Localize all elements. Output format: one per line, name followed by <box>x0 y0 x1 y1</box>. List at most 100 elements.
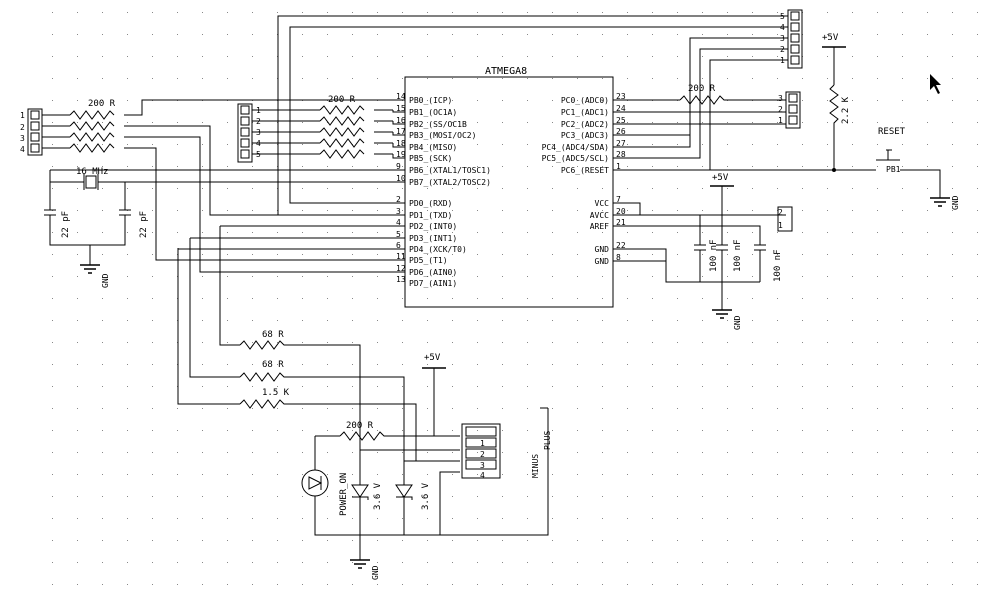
junction-dot <box>832 168 836 172</box>
pin-num: 4 <box>480 471 485 480</box>
chip-pin-number: 21 <box>616 218 626 227</box>
chip-pin-name: GND <box>595 245 610 254</box>
chip-pin-number: 24 <box>616 104 626 113</box>
pin-num: 3 <box>480 461 485 470</box>
resistor-bank-left <box>69 110 115 153</box>
chip-right-pins: PC0_(ADC0)23PC1_(ADC1)24PC2_(ADC2)25PC3_… <box>542 92 626 266</box>
chip-pin-name: PD5_(T1) <box>409 256 448 265</box>
vcc-label: +5V <box>712 173 729 183</box>
chip-pin-name: PC1_(ADC1) <box>561 108 609 117</box>
gnd-label: GND <box>371 565 380 580</box>
chip-pin-name: PB5_(SCK) <box>409 154 452 163</box>
chip-pin-number: 6 <box>396 241 401 250</box>
chip-left-pins: PB0_(ICP)14PB1_(OC1A)15PB2_(SS/OC1B16PB3… <box>396 92 491 288</box>
pin-num: 1 <box>20 111 25 120</box>
chip-pin-number: 2 <box>396 195 401 204</box>
chip-pin-name: PC4_(ADC4/SDA) <box>542 143 609 152</box>
usb-connector <box>461 423 501 479</box>
cursor-icon <box>930 74 941 94</box>
resistor-68r-b <box>239 372 460 462</box>
chip-pin-name: PB6_(XTAL1/TOSC1) <box>409 166 491 175</box>
resistor-bank-isp <box>319 105 365 159</box>
zener-label: 3.6 V <box>421 482 431 510</box>
resistor-15k <box>239 399 417 461</box>
chip-pin-name: PD3_(INT1) <box>409 234 457 243</box>
chip-pin-name: PB0_(ICP) <box>409 96 452 105</box>
chip-pin-number: 18 <box>396 139 406 148</box>
resistor-label: 200 R <box>328 95 356 105</box>
chip-pin-name: PC6_(RESET <box>561 166 609 175</box>
chip-pin-name: PC0_(ADC0) <box>561 96 609 105</box>
cap-label: 100 nF <box>773 249 783 282</box>
chip-pin-name: PB7_(XTAL2/TOSC2) <box>409 178 491 187</box>
pin-num: 1 <box>480 439 485 448</box>
connector-adc-3pin <box>785 91 801 129</box>
pin-num: 4 <box>20 145 25 154</box>
gnd-label: GND <box>951 195 960 210</box>
pin-num: 2 <box>778 105 783 114</box>
gnd-label: GND <box>101 273 110 288</box>
chip-pin-number: 11 <box>396 252 406 261</box>
chip-pin-name: AREF <box>590 222 609 231</box>
chip-pin-number: 17 <box>396 127 406 136</box>
pin-num: 3 <box>20 134 25 143</box>
pin-num: 2 <box>20 123 25 132</box>
chip-pin-number: 19 <box>396 150 406 159</box>
crystal-label: 16 MHz <box>76 167 109 177</box>
resistor-label: 68 R <box>262 330 284 340</box>
pin-num: 2 <box>778 208 783 217</box>
vcc-label: +5V <box>424 353 441 363</box>
switch-label: PB1 <box>886 165 901 174</box>
connector-isp-5pin <box>237 103 253 163</box>
pin-num: 1 <box>778 221 783 230</box>
chip-pin-name: PC5_(ADC5/SCL) <box>542 154 609 163</box>
resistor-label: 200 R <box>88 99 116 109</box>
chip-pin-number: 4 <box>396 218 401 227</box>
resistor-label: 200 R <box>688 84 716 94</box>
chip-pin-number: 23 <box>616 92 626 101</box>
chip-pin-name: PB4_(MISO) <box>409 143 457 152</box>
chip-pin-number: 7 <box>616 195 621 204</box>
chip-pin-number: 9 <box>396 162 401 171</box>
chip-pin-name: PD1_(TXD) <box>409 211 452 220</box>
chip-pin-number: 15 <box>396 104 406 113</box>
cap-label: 22 pF <box>139 211 149 238</box>
chip-pin-name: VCC <box>595 199 610 208</box>
chip-pin-number: 28 <box>616 150 626 159</box>
label-minus: MINUS <box>531 454 540 478</box>
resistor-label: 200 R <box>346 421 374 431</box>
cap-label: 100 nF <box>733 239 743 272</box>
chip-pin-name: PB2_(SS/OC1B <box>409 120 467 129</box>
label-plus: PLUS <box>543 431 552 450</box>
chip-pin-number: 27 <box>616 139 626 148</box>
chip-pin-name: PD0_(RXD) <box>409 199 452 208</box>
zener-label: 3.6 V <box>373 482 383 510</box>
resistor-label: 68 R <box>262 360 284 370</box>
led-label: POWER_ON <box>339 473 349 516</box>
chip-pin-number: 8 <box>616 253 621 262</box>
pin-num: 2 <box>480 450 485 459</box>
chip-pin-name: PC3_(ADC3) <box>561 131 609 140</box>
reset-label: RESET <box>878 127 906 137</box>
chip-pin-name: PB1_(OC1A) <box>409 108 457 117</box>
chip-pin-number: 3 <box>396 207 401 216</box>
pin-num: 1 <box>778 116 783 125</box>
chip-pin-number: 22 <box>616 241 626 250</box>
chip-pin-number: 20 <box>616 207 626 216</box>
pin-num: 3 <box>778 94 783 103</box>
chip-pin-name: PD4_(XCK/T0) <box>409 245 467 254</box>
power-led <box>301 469 329 497</box>
chip-pin-number: 1 <box>616 162 621 171</box>
chip-pin-number: 10 <box>396 174 406 183</box>
chip-pin-name: GND <box>595 257 610 266</box>
grid-dots <box>52 12 978 585</box>
chip-pin-name: PB3_(MOSI/OC2) <box>409 131 476 140</box>
chip-pin-number: 26 <box>616 127 626 136</box>
crystal <box>85 175 97 189</box>
chip-title: ATMEGA8 <box>485 66 527 77</box>
chip-pin-number: 16 <box>396 116 406 125</box>
chip-pin-name: AVCC <box>590 211 609 220</box>
resistor-68r-a <box>239 340 460 451</box>
